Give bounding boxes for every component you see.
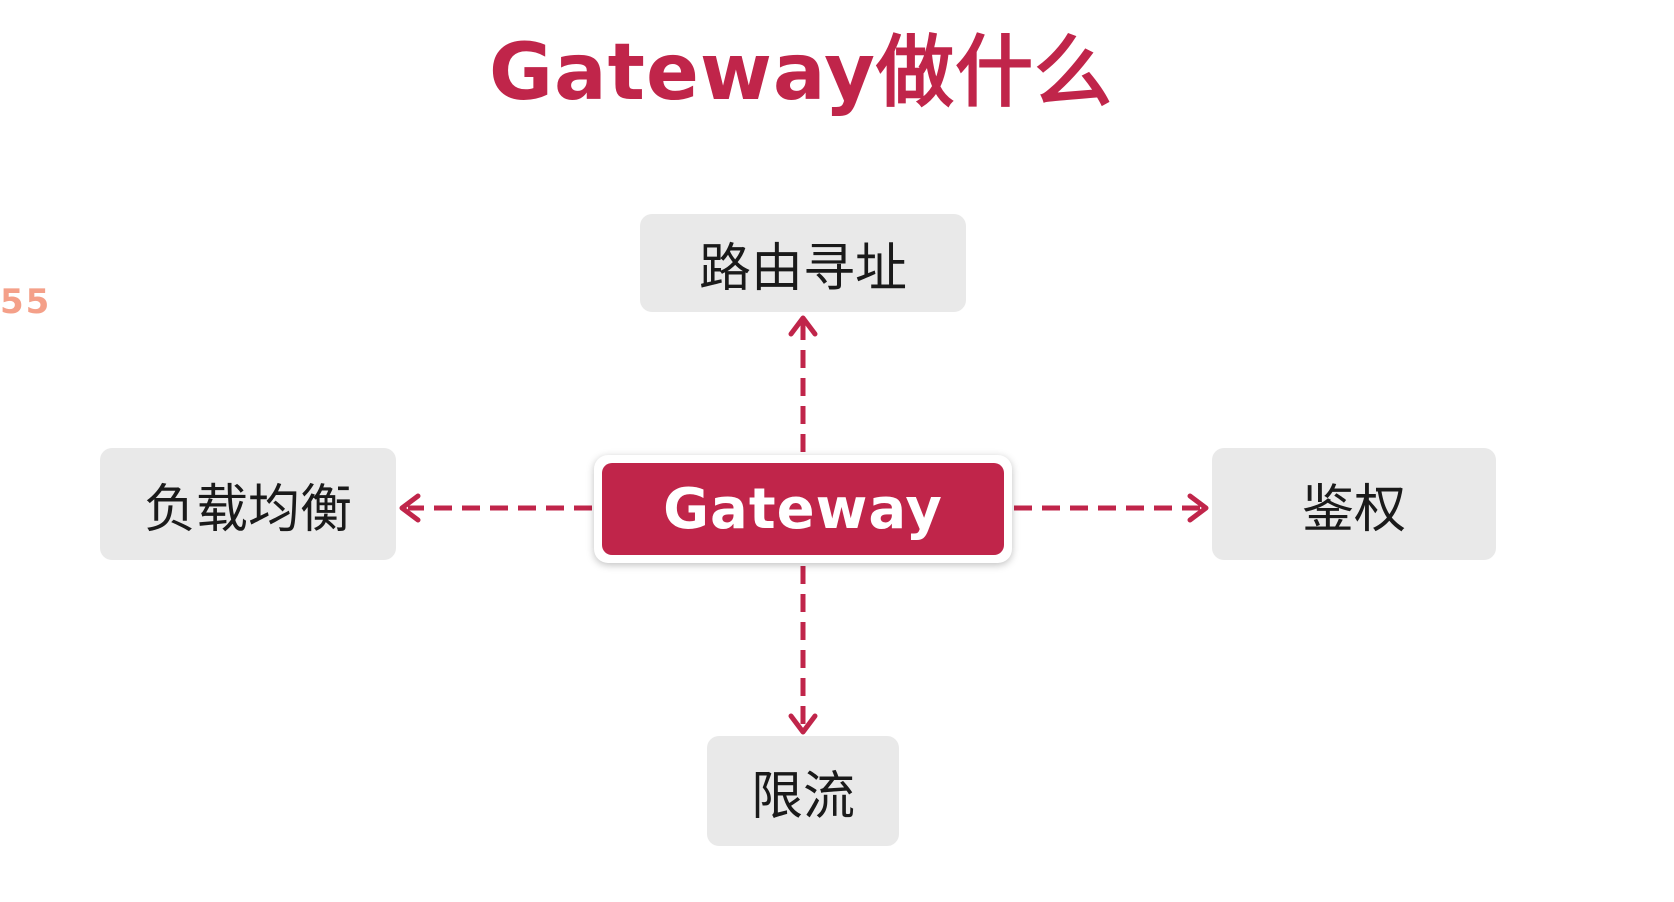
center-node-frame: Gateway <box>594 455 1012 563</box>
center-node-label: Gateway <box>663 476 943 542</box>
page-title: Gateway做什么 <box>489 28 1113 118</box>
node-load-balancing: 负载均衡 <box>100 448 396 560</box>
node-load-balancing-label: 负载均衡 <box>143 479 352 540</box>
node-rate-limiting-label: 限流 <box>750 766 855 827</box>
node-routing: 路由寻址 <box>640 214 966 312</box>
node-authentication: 鉴权 <box>1212 448 1496 560</box>
arrowhead-left-icon <box>399 493 421 523</box>
center-node-gateway: Gateway <box>602 463 1004 555</box>
arrowhead-down-icon <box>788 713 818 735</box>
node-authentication-label: 鉴权 <box>1301 479 1406 540</box>
arrowhead-right-icon <box>1187 493 1209 523</box>
arrowhead-up-icon <box>788 315 818 337</box>
node-rate-limiting: 限流 <box>707 736 899 846</box>
node-routing-label: 路由寻址 <box>698 238 907 299</box>
side-number: 55 <box>0 282 52 322</box>
